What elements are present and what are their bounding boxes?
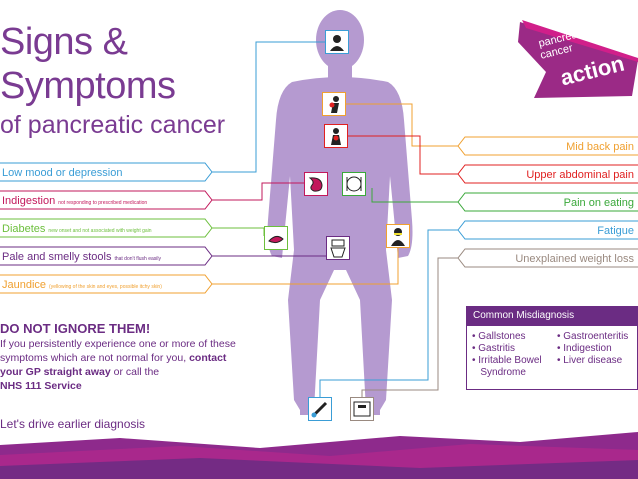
stomach-icon [304,172,328,196]
misdiagnosis-col-2: • Gastroenteritis • Indigestion • Liver … [557,331,628,367]
misdiagnosis-box: Common Misdiagnosis • Gallstones • Gastr… [466,306,638,390]
logo-line-3: action [557,50,627,91]
abdominal-pain-icon [324,124,348,148]
symptom-jaundice: Jaundice(yellowing of the skin and eyes,… [2,279,162,291]
nhs-111-text: NHS 111 Service [0,380,82,392]
eating-icon [342,172,366,196]
symptom-fatigue: Fatigue [597,225,634,237]
title-line-3: of pancreatic cancer [0,111,226,139]
misdiagnosis-item: • Irritable Bowel [472,355,542,366]
symptom-weight-loss: Unexplained weight loss [515,253,634,265]
symptom-upper-abdominal-pain: Upper abdominal pain [526,169,634,181]
warning-title: DO NOT IGNORE THEM! [0,321,151,336]
back-pain-icon [322,92,346,116]
symptom-low-mood: Low mood or depression [2,167,123,179]
contact-gp-text: contact your GP straight away [0,352,227,378]
fatigue-icon [386,224,410,248]
symptom-mid-back-pain: Mid back pain [566,141,634,153]
misdiagnosis-title: Common Misdiagnosis [467,307,637,326]
thermometer-icon [308,397,332,421]
pancreas-hand-icon [264,226,288,250]
misdiagnosis-col-1: • Gallstones • Gastritis • Irritable Bow… [472,331,542,379]
misdiagnosis-item: • Liver disease [557,355,623,366]
misdiagnosis-item: • Gastritis [472,343,515,354]
misdiagnosis-item: Syndrome [472,367,526,378]
logo: pancreatic cancer action [520,20,638,100]
head-icon [325,30,349,54]
misdiagnosis-item: • Gastroenteritis [557,331,629,342]
scale-icon [350,397,374,421]
misdiagnosis-item: • Gallstones [472,331,526,342]
title-line-1: Signs & [0,21,128,63]
misdiagnosis-item: • Indigestion [557,343,612,354]
slogan: Let's drive earlier diagnosis [0,417,146,431]
warning-text: If you persistently experience one or mo… [0,338,236,392]
symptom-pain-on-eating: Pain on eating [563,197,634,209]
toilet-icon [326,236,350,260]
title-line-2: Symptoms [0,65,176,107]
